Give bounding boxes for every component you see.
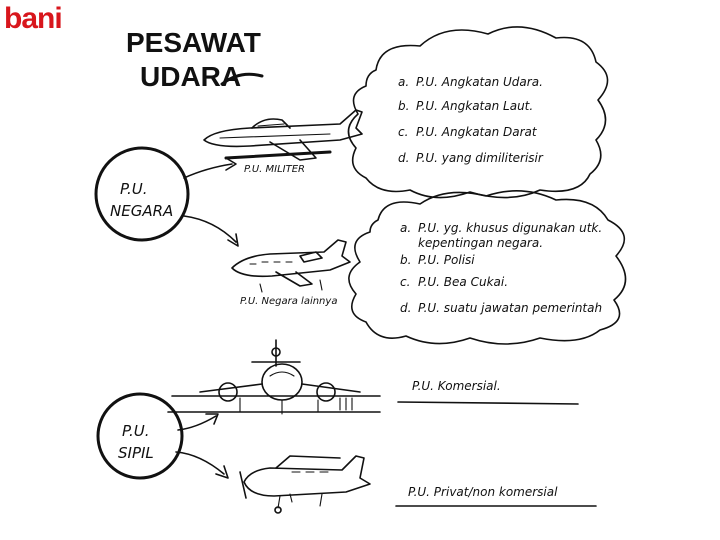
- state-jet-drawing: [231, 239, 351, 293]
- military-list: a. P.U. Angkatan Udara. b. P.U. Angkatan…: [398, 75, 544, 165]
- arrow-head-state-icon: [227, 233, 239, 247]
- state-plane-label: P.U. Negara lainnya: [240, 296, 337, 307]
- military-item-b: P.U. Angkatan Laut.: [416, 99, 533, 113]
- state-item-c: P.U. Bea Cukai.: [418, 275, 508, 289]
- arrow-to-state: [183, 215, 237, 243]
- military-item-c-letter: c.: [398, 125, 408, 139]
- state-item-b-letter: b.: [400, 253, 411, 267]
- negara-circle-line-2: NEGARA: [110, 202, 173, 220]
- military-item-d: P.U. yang dimiliterisir: [416, 151, 544, 165]
- sipil-circle-line-1: P.U.: [122, 422, 150, 440]
- arrow-head-private-icon: [215, 465, 229, 479]
- title-line-2: UDARA: [140, 61, 241, 92]
- negara-circle: [94, 146, 190, 242]
- state-item-c-letter: c.: [400, 275, 410, 289]
- private-label: P.U. Privat/non komersial: [408, 485, 558, 499]
- military-item-a: P.U. Angkatan Udara.: [416, 75, 543, 89]
- state-item-a-letter: a.: [400, 221, 411, 235]
- arrow-to-private: [175, 451, 225, 475]
- state-item-d-letter: d.: [400, 301, 411, 315]
- negara-circle-line-1: P.U.: [120, 180, 148, 198]
- military-jet-drawing: [203, 109, 363, 161]
- state-list: a. P.U. yg. khusus digunakan utk. kepent…: [400, 221, 602, 315]
- logo-text: bani: [4, 2, 63, 35]
- state-item-d: P.U. suatu jawatan pemerintah: [418, 301, 602, 315]
- state-item-b: P.U. Polisi: [418, 253, 475, 267]
- title-swash: [220, 72, 264, 86]
- state-cloud: [348, 190, 627, 345]
- military-plane-label: P.U. MILITER: [244, 164, 305, 175]
- military-item-d-letter: d.: [398, 151, 409, 165]
- military-item-c: P.U. Angkatan Darat: [416, 125, 538, 139]
- sipil-circle-line-2: SIPIL: [118, 444, 154, 462]
- military-item-b-letter: b.: [398, 99, 409, 113]
- commercial-label: P.U. Komersial.: [412, 379, 501, 393]
- arrow-to-military: [183, 163, 233, 179]
- state-item-a: P.U. yg. khusus digunakan utk.: [418, 221, 602, 235]
- arrow-head-commercial-icon: [205, 413, 219, 425]
- arrow-head-military-icon: [225, 157, 237, 171]
- bani-logo: bani: [4, 2, 70, 36]
- military-item-a-letter: a.: [398, 75, 409, 89]
- sipil-circle: [96, 392, 184, 480]
- arrow-to-commercial: [177, 415, 217, 431]
- title-line-1: PESAWAT: [126, 27, 261, 58]
- commercial-underline: [397, 401, 579, 405]
- military-cloud: [347, 26, 609, 199]
- private-plane-drawing: [239, 455, 371, 514]
- commercial-airliner-drawing: [167, 339, 381, 415]
- state-item-a-continued: kepentingan negara.: [418, 236, 543, 250]
